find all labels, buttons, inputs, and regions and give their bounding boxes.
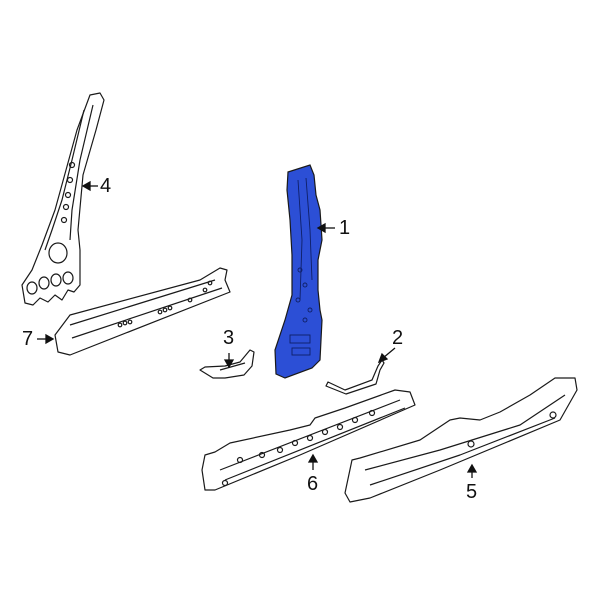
callout-6: 6 — [307, 473, 319, 495]
callout-1: 1 — [339, 217, 351, 239]
callout-2: 2 — [392, 327, 404, 349]
callout-4: 4 — [100, 175, 112, 197]
part-7-rocker-reinforcement — [54, 267, 231, 356]
part-4-a-pillar — [21, 92, 105, 306]
part-2-rod — [325, 359, 385, 395]
part-5-outer-rocker — [344, 377, 578, 503]
callout-3: 3 — [223, 327, 235, 349]
callout-5: 5 — [466, 481, 478, 503]
callout-7: 7 — [22, 328, 34, 350]
part-3-bracket — [199, 349, 255, 379]
part-1-b-pillar-highlighted — [274, 164, 323, 379]
part-6-inner-rocker — [201, 389, 416, 491]
